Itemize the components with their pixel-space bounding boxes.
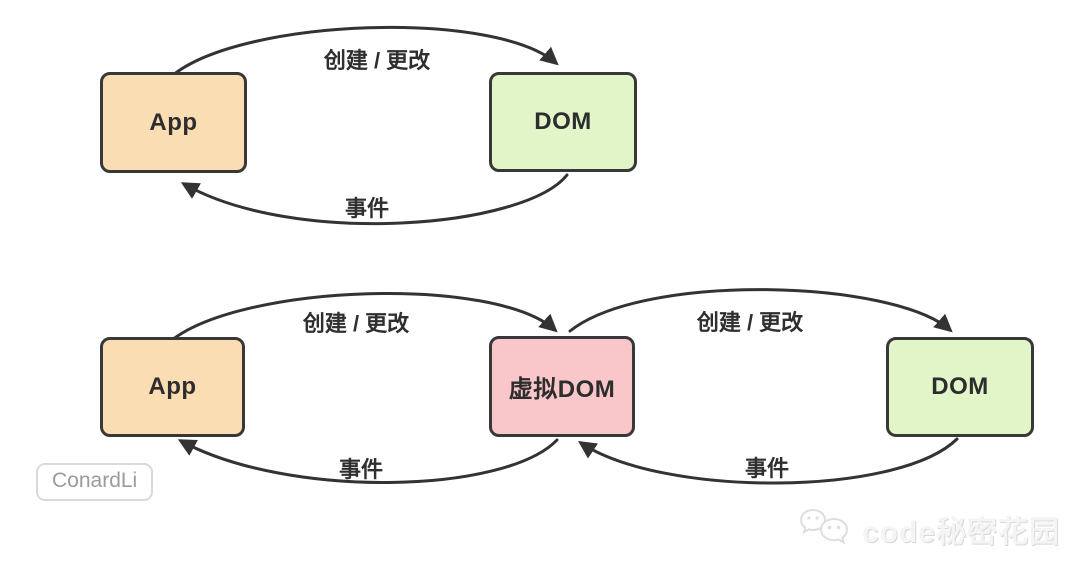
brand-watermark: code秘密花园 (798, 506, 1060, 552)
brand-text: code秘密花园 (861, 516, 1060, 549)
node-app-1: App (100, 72, 247, 173)
node-virtual-dom-label: 虚拟DOM (508, 376, 616, 403)
node-app-1-label: App (149, 108, 198, 136)
arrow-d2-dom-to-vdom (578, 437, 959, 485)
wechat-icon (799, 508, 848, 545)
edge-label-create-update-1: 创建 / 更改 (323, 48, 431, 73)
node-dom-2: DOM (886, 337, 1034, 437)
node-virtual-dom: 虚拟DOM (489, 336, 635, 437)
arrow-d1-dom-to-app (180, 173, 569, 226)
arrow-d2-app-to-vdom (170, 292, 558, 342)
node-app-2: App (100, 337, 245, 437)
node-app-2-label: App (148, 373, 197, 400)
edge-label-event-1: 事件 (344, 196, 390, 221)
author-badge: ConardLi (36, 463, 154, 501)
edge-label-create-update-2: 创建 / 更改 (302, 311, 410, 336)
node-dom-1-label: DOM (534, 108, 592, 135)
arrow-d2-vdom-to-app (177, 438, 559, 485)
node-dom-1: DOM (489, 72, 637, 172)
edge-label-event-3: 事件 (744, 456, 790, 481)
arrow-d2-vdom-to-dom (568, 288, 953, 333)
arrow-d1-app-to-dom (171, 25, 559, 77)
node-dom-2-label: DOM (931, 373, 989, 400)
edge-label-create-update-3: 创建 / 更改 (696, 310, 804, 335)
edge-label-event-2: 事件 (338, 457, 384, 482)
